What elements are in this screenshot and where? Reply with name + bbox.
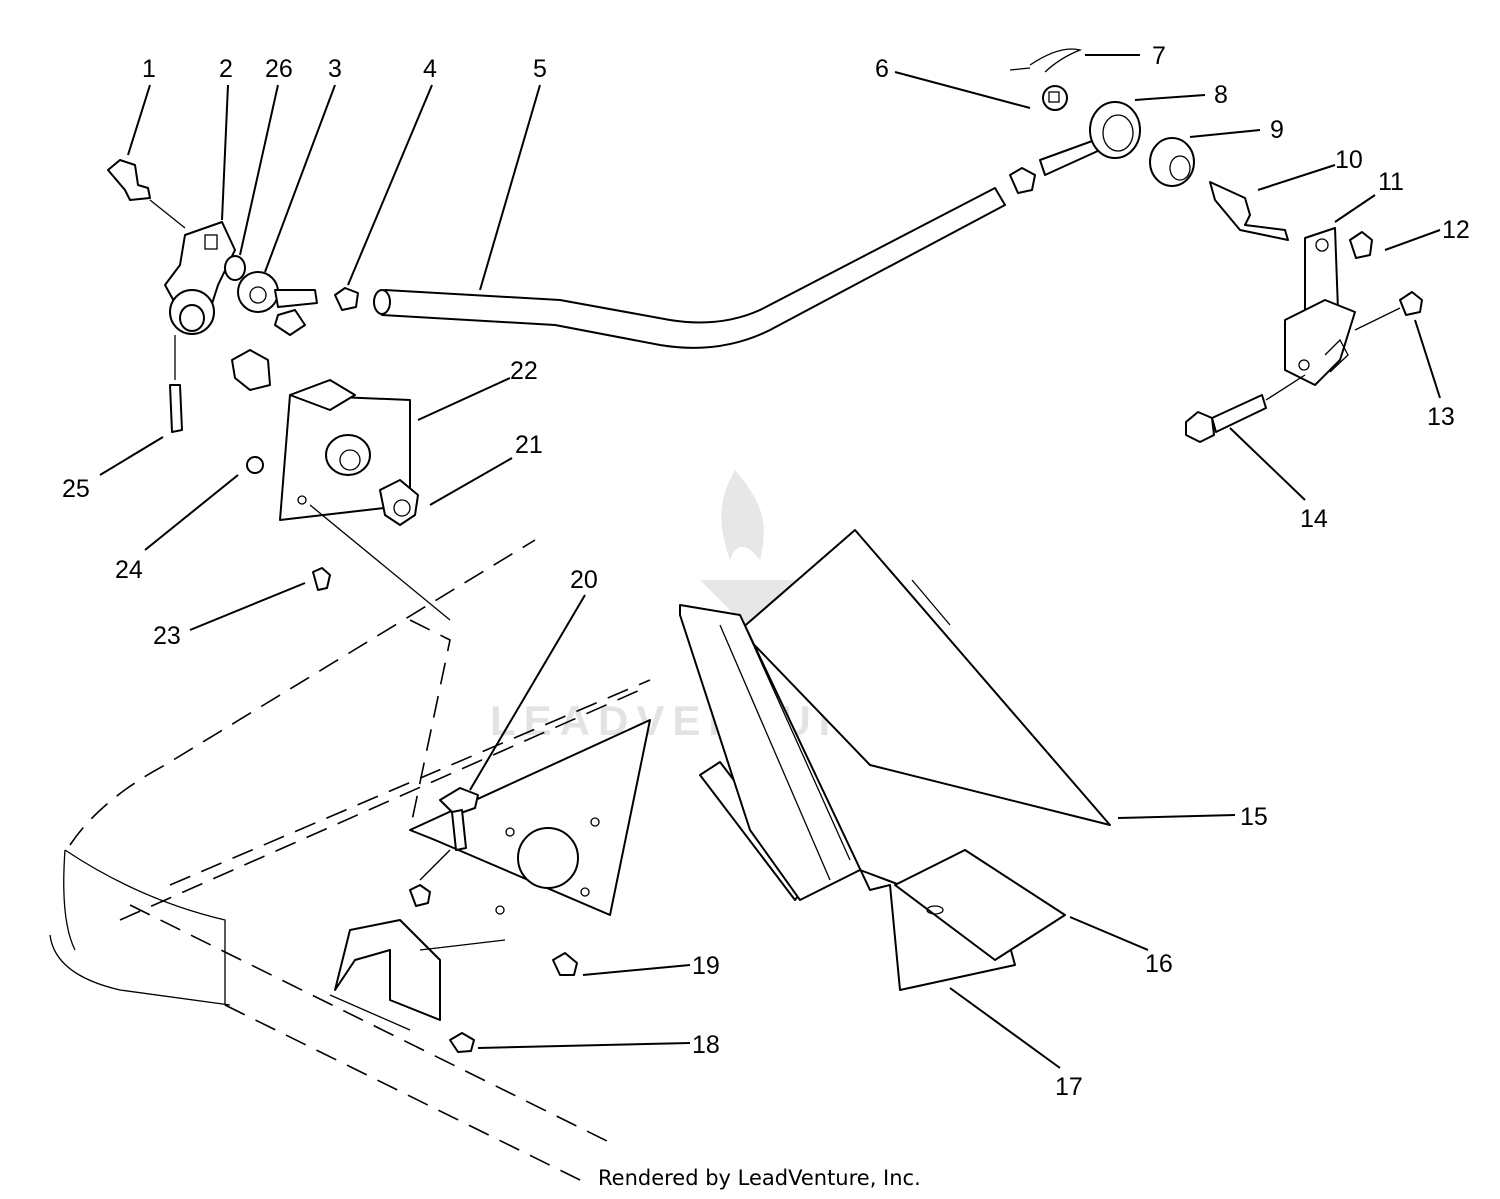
plate-16 [894, 849, 1066, 961]
lower-bracket [329, 919, 506, 1031]
callout-5: 5 [533, 55, 547, 83]
mounting-plate [409, 719, 651, 916]
callout-4: 4 [423, 55, 437, 83]
leader-lines [99, 54, 1441, 1069]
callout-13: 13 [1427, 403, 1455, 431]
upper-left-assembly [107, 159, 359, 433]
callout-1: 1 [142, 55, 156, 83]
callout-22: 22 [510, 357, 538, 385]
lower-hardware [409, 787, 578, 1053]
callout-10: 10 [1335, 146, 1363, 174]
callout-6: 6 [875, 55, 889, 83]
plate-22 [246, 379, 451, 621]
callout-20: 20 [570, 566, 598, 594]
frame-outline [49, 539, 651, 1181]
callout-24: 24 [115, 556, 143, 584]
callout-8: 8 [1214, 81, 1228, 109]
credit-text: Rendered by LeadVenture, Inc. [598, 1166, 921, 1190]
callout-19: 19 [692, 952, 720, 980]
callout-16: 16 [1145, 950, 1173, 978]
callout-12: 12 [1442, 216, 1470, 244]
callout-18: 18 [692, 1031, 720, 1059]
callout-26: 26 [265, 55, 293, 83]
callout-7: 7 [1152, 42, 1166, 70]
shield-15 [739, 529, 1111, 826]
callout-2: 2 [219, 55, 233, 83]
callout-21: 21 [515, 431, 543, 459]
upper-right-assembly [1009, 48, 1423, 443]
rod-5 [373, 187, 1006, 349]
callout-11: 11 [1378, 168, 1404, 196]
callout-23: 23 [153, 622, 181, 650]
callout-17: 17 [1055, 1073, 1083, 1101]
callout-15: 15 [1240, 803, 1268, 831]
callout-14: 14 [1300, 505, 1328, 533]
callout-3: 3 [328, 55, 342, 83]
callout-labels: 1 2 26 3 4 5 6 7 8 9 10 11 12 13 14 15 1… [62, 42, 1470, 1101]
callout-9: 9 [1270, 116, 1284, 144]
callout-25: 25 [62, 475, 90, 503]
